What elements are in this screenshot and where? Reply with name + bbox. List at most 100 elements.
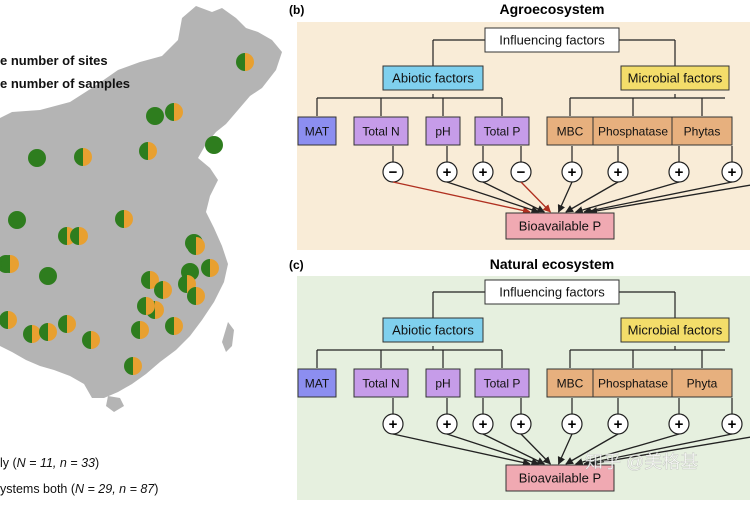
site-marker-green-half [165,103,174,121]
site-marker-green-half [0,311,8,329]
site-marker-orange-half [148,142,157,160]
bioavailable-p-box-frame [505,212,615,240]
leaf-box-phytas: Phytas [671,116,733,146]
site-marker-green-half [74,148,83,166]
leaf-box-total-n: Total N [353,116,409,146]
site-marker-green-half [39,323,48,341]
panel-c-title: Natural ecosystem [490,256,615,272]
site-marker-orange-half [79,227,88,245]
leaf-box-mbc-frame [546,368,594,398]
taiwan-island [222,322,234,352]
leaf-box-mat-frame [297,116,337,146]
legend-samples-label: e number of samples [0,76,131,91]
site-marker-green-half [1,255,10,273]
site-marker-both [165,103,183,121]
footer-line-2-prefix: ystems both ( [0,482,76,496]
leaf-box-mbc: MBC [546,368,594,398]
site-marker-orange-half [67,315,76,333]
abiotic-factors-box-frame [382,317,484,343]
effect-sign-symbol: + [517,416,526,433]
agroecosystem-diagram: (b) Agroecosystem −++−+++++ Influencing … [289,1,750,250]
positive-effect-arrow [589,184,750,215]
influencing-factors-box-label: Influencing factors [499,33,605,48]
legend-sites-label: e number of sites [0,53,108,68]
site-marker-green-half [82,331,91,349]
site-marker-green-half [115,210,124,228]
leaf-box-phyta: Phyta [671,368,733,398]
leaf-box-total-n-label: Total N [362,377,399,391]
effect-sign-symbol: + [389,416,398,433]
watermark: 知乎 @美格基 [585,452,698,472]
site-marker-agro-only [28,149,46,167]
influencing-factors-box-frame [484,27,620,53]
abiotic-factors-box-frame [382,65,484,91]
effect-sign: + [510,413,532,435]
effect-sign-symbol: + [443,416,452,433]
site-marker-both [0,311,17,329]
effect-sign: + [382,413,404,435]
site-marker-green-half [165,317,174,335]
site-marker-orange-half [83,148,92,166]
site-marker-orange-half [196,287,205,305]
negative-effect-arrow [520,181,551,213]
diagram-panel: (b) Agroecosystem −++−+++++ Influencing … [285,0,750,500]
effect-sign-symbol: + [479,164,488,181]
panel-b-connectors [316,39,725,116]
leaf-box-phosphatase-label: Phosphatase [598,377,668,391]
effect-sign-symbol: + [479,416,488,433]
leaf-box-mat: MAT [297,116,337,146]
leaf-box-total-p: Total P [474,116,530,146]
natural-ecosystem-diagram: (c) Natural ecosystem +++++++++ Influenc… [289,256,750,500]
site-marker-agro-only [205,136,223,154]
leaf-box-ph-frame [425,368,461,398]
site-marker-orange-half [155,301,164,319]
effect-sign-symbol: + [728,416,737,433]
bioavailable-p-box: Bioavailable P [505,212,615,240]
effect-sign: + [668,413,690,435]
footer-line-1-suffix: ) [94,456,100,470]
leaf-box-mbc-frame [546,116,594,146]
effect-sign: + [721,413,743,435]
site-markers [0,53,254,375]
positive-effect-arrow [583,433,733,467]
footer-line-1-vars: N = 11, n = 33 [16,456,95,470]
leaf-box-phyta-frame [671,368,733,398]
leaf-box-phosphatase-frame [592,368,674,398]
site-marker-green-half [124,357,133,375]
site-marker-green-half [178,275,187,293]
leaf-box-total-n: Total N [353,368,409,398]
site-marker-orange-half [133,357,142,375]
site-marker-orange-half [91,331,100,349]
site-marker-agro-only [146,107,164,125]
site-marker-both [236,53,254,71]
china-map [0,6,282,412]
effect-sign-symbol: + [568,164,577,181]
footer-line-2: ystems both (N = 29, n = 87) [0,482,158,496]
site-marker-both [201,259,219,277]
effect-sign: − [510,161,532,183]
effect-sign: − [382,161,404,183]
effect-sign-symbol: − [517,164,526,181]
site-marker-both [74,148,92,166]
leaf-box-phosphatase-frame [592,116,674,146]
leaf-box-ph: pH [425,368,461,398]
site-marker-green-half [236,53,245,71]
abiotic-factors-box-label: Abiotic factors [392,71,474,86]
microbial-factors-box: Microbial factors [620,65,730,91]
site-marker-agro-only [8,211,26,229]
influencing-factors-box: Influencing factors [484,27,620,53]
leaf-box-mbc-label: MBC [557,377,584,391]
leaf-box-phyta-label: Phyta [687,377,718,391]
site-marker-green-half [58,315,67,333]
site-marker-agro-only [39,267,57,285]
positive-effect-arrow [557,433,573,465]
site-marker-orange-half [32,325,41,343]
influencing-factors-box-frame [484,279,620,305]
site-marker-both [82,331,100,349]
abiotic-factors-box-label: Abiotic factors [392,323,474,338]
site-marker-both [154,281,172,299]
effect-sign-symbol: + [568,416,577,433]
leaf-box-phytas-label: Phytas [684,125,721,139]
site-marker-both [165,317,183,335]
